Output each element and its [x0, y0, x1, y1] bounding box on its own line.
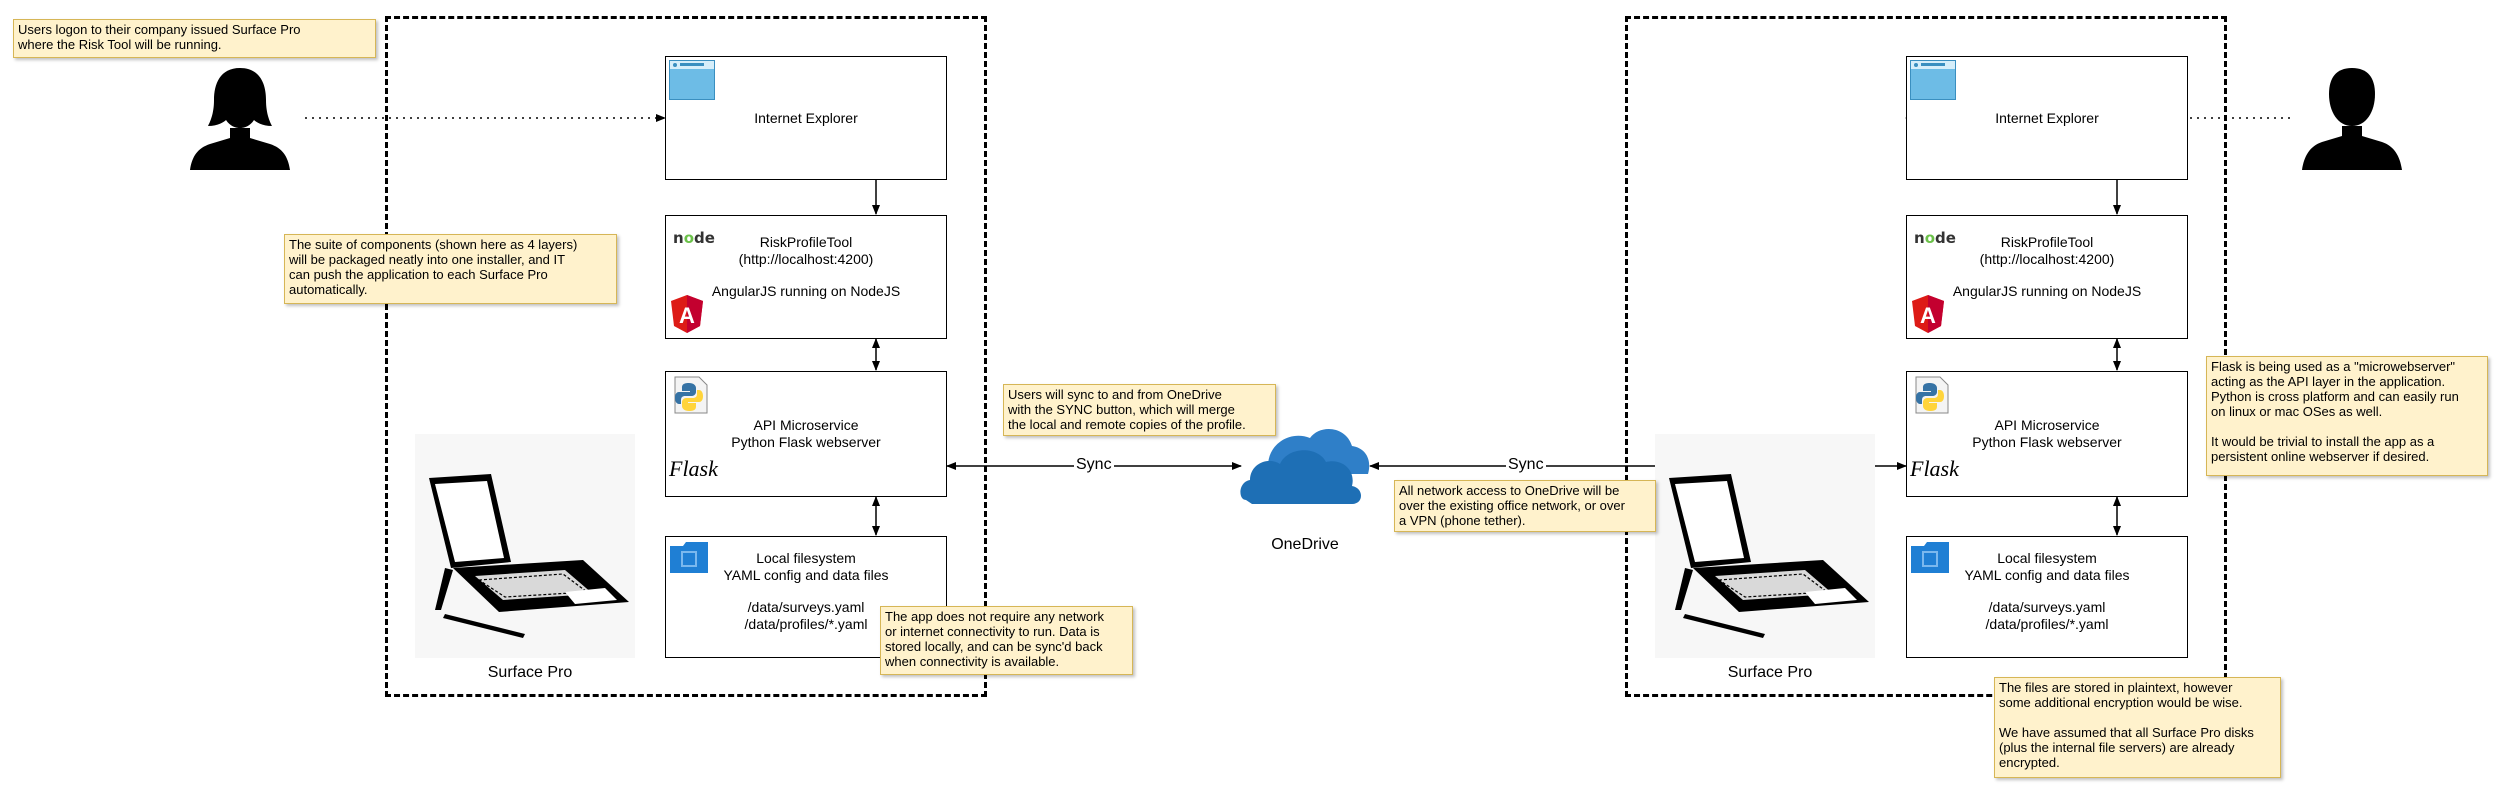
left-surface-label: Surface Pro — [487, 664, 573, 681]
risktool-angular-text: AngularJS running on NodeJS — [1952, 283, 2142, 299]
right-api-box: Flask API Microservice Python Flask webs… — [1906, 371, 2188, 497]
sync-left-label: Sync — [1074, 456, 1114, 474]
angular-logo-icon: A — [671, 295, 703, 333]
right-filesystem-box: Local filesystem YAML config and data fi… — [1906, 536, 2188, 658]
note-user-logon: Users logon to their company issued Surf… — [13, 19, 376, 58]
browser-window-icon — [669, 60, 715, 100]
nodejs-logo-icon: node — [673, 229, 715, 247]
surface-pro-laptop-icon — [415, 434, 635, 658]
user-male-icon — [2302, 68, 2402, 170]
fs-line4: /data/profiles/*.yaml — [1985, 615, 2109, 632]
fs-line3: /data/surveys.yaml — [747, 598, 865, 615]
user-female-icon — [190, 68, 290, 170]
note-offline: The app does not require any network or … — [880, 606, 1133, 675]
folder-icon — [1911, 542, 1949, 573]
left-risktool-box: node A RiskProfileTool (http://localhost… — [665, 215, 947, 339]
risktool-url: (http://localhost:4200) — [738, 251, 874, 267]
right-risktool-box: node A RiskProfileTool (http://localhost… — [1906, 215, 2188, 339]
risktool-title: RiskProfileTool — [759, 234, 853, 250]
svg-text:A: A — [1920, 303, 1936, 328]
note-network-access: All network access to OneDrive will be o… — [1394, 480, 1656, 532]
flask-logo-icon: Flask — [669, 456, 718, 481]
python-logo-icon — [1915, 376, 1949, 414]
left-api-box: Flask API Microservice Python Flask webs… — [665, 371, 947, 497]
fs-line2: YAML config and data files — [1964, 566, 2130, 583]
risktool-url: (http://localhost:4200) — [1979, 251, 2115, 267]
note-plaintext: The files are stored in plaintext, howev… — [1994, 677, 2281, 778]
svg-text:A: A — [679, 303, 695, 328]
api-line1: API Microservice — [753, 417, 859, 433]
ie-label: Internet Explorer — [754, 109, 858, 126]
fs-line4: /data/profiles/*.yaml — [744, 615, 868, 632]
left-surface-frame — [385, 16, 987, 697]
note-installer-suite: The suite of components (shown here as 4… — [284, 234, 617, 304]
risktool-angular-text: AngularJS running on NodeJS — [711, 283, 901, 299]
onedrive-label: OneDrive — [1271, 536, 1339, 553]
angular-logo-icon: A — [1912, 295, 1944, 333]
api-line1: API Microservice — [1994, 417, 2100, 433]
nodejs-logo-icon: node — [1914, 229, 1956, 247]
api-line2: Python Flask webserver — [731, 434, 881, 450]
python-logo-icon — [674, 376, 708, 414]
fs-line2: YAML config and data files — [723, 566, 889, 583]
fs-line3: /data/surveys.yaml — [1988, 598, 2106, 615]
sync-right-label: Sync — [1506, 456, 1546, 474]
note-flask: Flask is being used as a "microwebserver… — [2206, 356, 2488, 476]
note-sync-button: Users will sync to and from OneDrive wit… — [1003, 384, 1276, 436]
ie-label: Internet Explorer — [1995, 109, 2099, 126]
left-internet-explorer-box: Internet Explorer — [665, 56, 947, 180]
onedrive-cloud-icon — [1240, 428, 1370, 504]
browser-window-icon — [1910, 60, 1956, 100]
surface-pro-laptop-icon — [1655, 434, 1875, 658]
api-line2: Python Flask webserver — [1972, 434, 2122, 450]
flask-logo-icon: Flask — [1910, 456, 1959, 481]
fs-line1: Local filesystem — [756, 549, 856, 566]
right-surface-label: Surface Pro — [1727, 664, 1813, 681]
right-internet-explorer-box: Internet Explorer — [1906, 56, 2188, 180]
folder-icon — [670, 542, 708, 573]
risktool-title: RiskProfileTool — [2000, 234, 2094, 250]
fs-line1: Local filesystem — [1997, 549, 2097, 566]
